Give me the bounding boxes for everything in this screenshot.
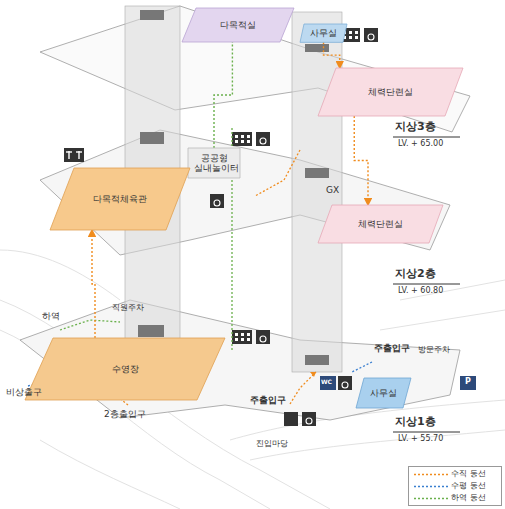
- legend-row: 하역 동선: [409, 492, 501, 503]
- plan-label: 진입마당: [256, 440, 288, 449]
- flow-connector: [354, 116, 368, 205]
- plan-label: 2층출입구: [104, 410, 146, 420]
- legend-text: 수평 동선: [451, 480, 486, 491]
- legend-box: 수직 동선수평 동선하역 동선: [408, 466, 502, 506]
- room-name: 체력단련실: [368, 87, 413, 97]
- legend-row: 수직 동선: [409, 468, 501, 479]
- plan-label: 방문주차: [418, 346, 450, 355]
- plan-label: 지상1층: [395, 416, 436, 428]
- room-shape: 다목적체육관: [50, 168, 190, 230]
- plan-label: GX: [326, 186, 339, 196]
- room-shape: 체력단련실: [318, 68, 463, 116]
- room-shape: 사무실: [356, 378, 411, 408]
- room-name: 다목적체육관: [93, 194, 147, 204]
- flow-connector: [324, 42, 340, 68]
- plan-label: 지상2층: [395, 268, 436, 280]
- plan-label: 하역: [42, 312, 60, 322]
- legend-text: 하역 동선: [451, 492, 486, 503]
- legend-line-sample: [414, 473, 448, 476]
- room-name: 사무실: [310, 28, 337, 38]
- legend-line-sample: [414, 485, 448, 488]
- legend-line-sample: [414, 497, 448, 500]
- plan-label: WC: [321, 379, 332, 386]
- legend-text: 수직 동선: [451, 468, 486, 479]
- room-name: 공공형 실내놀이터: [194, 153, 234, 174]
- room-shape: 사무실: [300, 24, 347, 42]
- plan-label: 직원주차: [112, 304, 144, 313]
- plan-label: 주출입구: [374, 344, 410, 354]
- room-shape: 체력단련실: [318, 205, 443, 243]
- room-shape: 수영장: [25, 338, 225, 400]
- room-shape: 다목적실: [182, 8, 294, 42]
- room-shape: 공공형 실내놀이터: [188, 148, 240, 178]
- plan-label: 비상출구: [6, 388, 42, 398]
- room-name: 체력단련실: [358, 219, 403, 229]
- plan-label: P: [465, 378, 471, 387]
- plan-label: LV. + 65.00: [398, 140, 443, 149]
- flow-connector: [214, 42, 232, 148]
- room-name: 수영장: [112, 364, 139, 374]
- legend-row: 수평 동선: [409, 480, 501, 491]
- flow-connector: [92, 230, 95, 338]
- room-name: 다목적실: [220, 20, 256, 30]
- plan-label: LV. + 55.70: [398, 435, 443, 444]
- plan-label: LV. + 60.80: [398, 287, 443, 296]
- room-name: 사무실: [370, 388, 397, 398]
- plan-label: 지상3층: [395, 121, 436, 133]
- plan-label: 주출입구: [250, 396, 286, 406]
